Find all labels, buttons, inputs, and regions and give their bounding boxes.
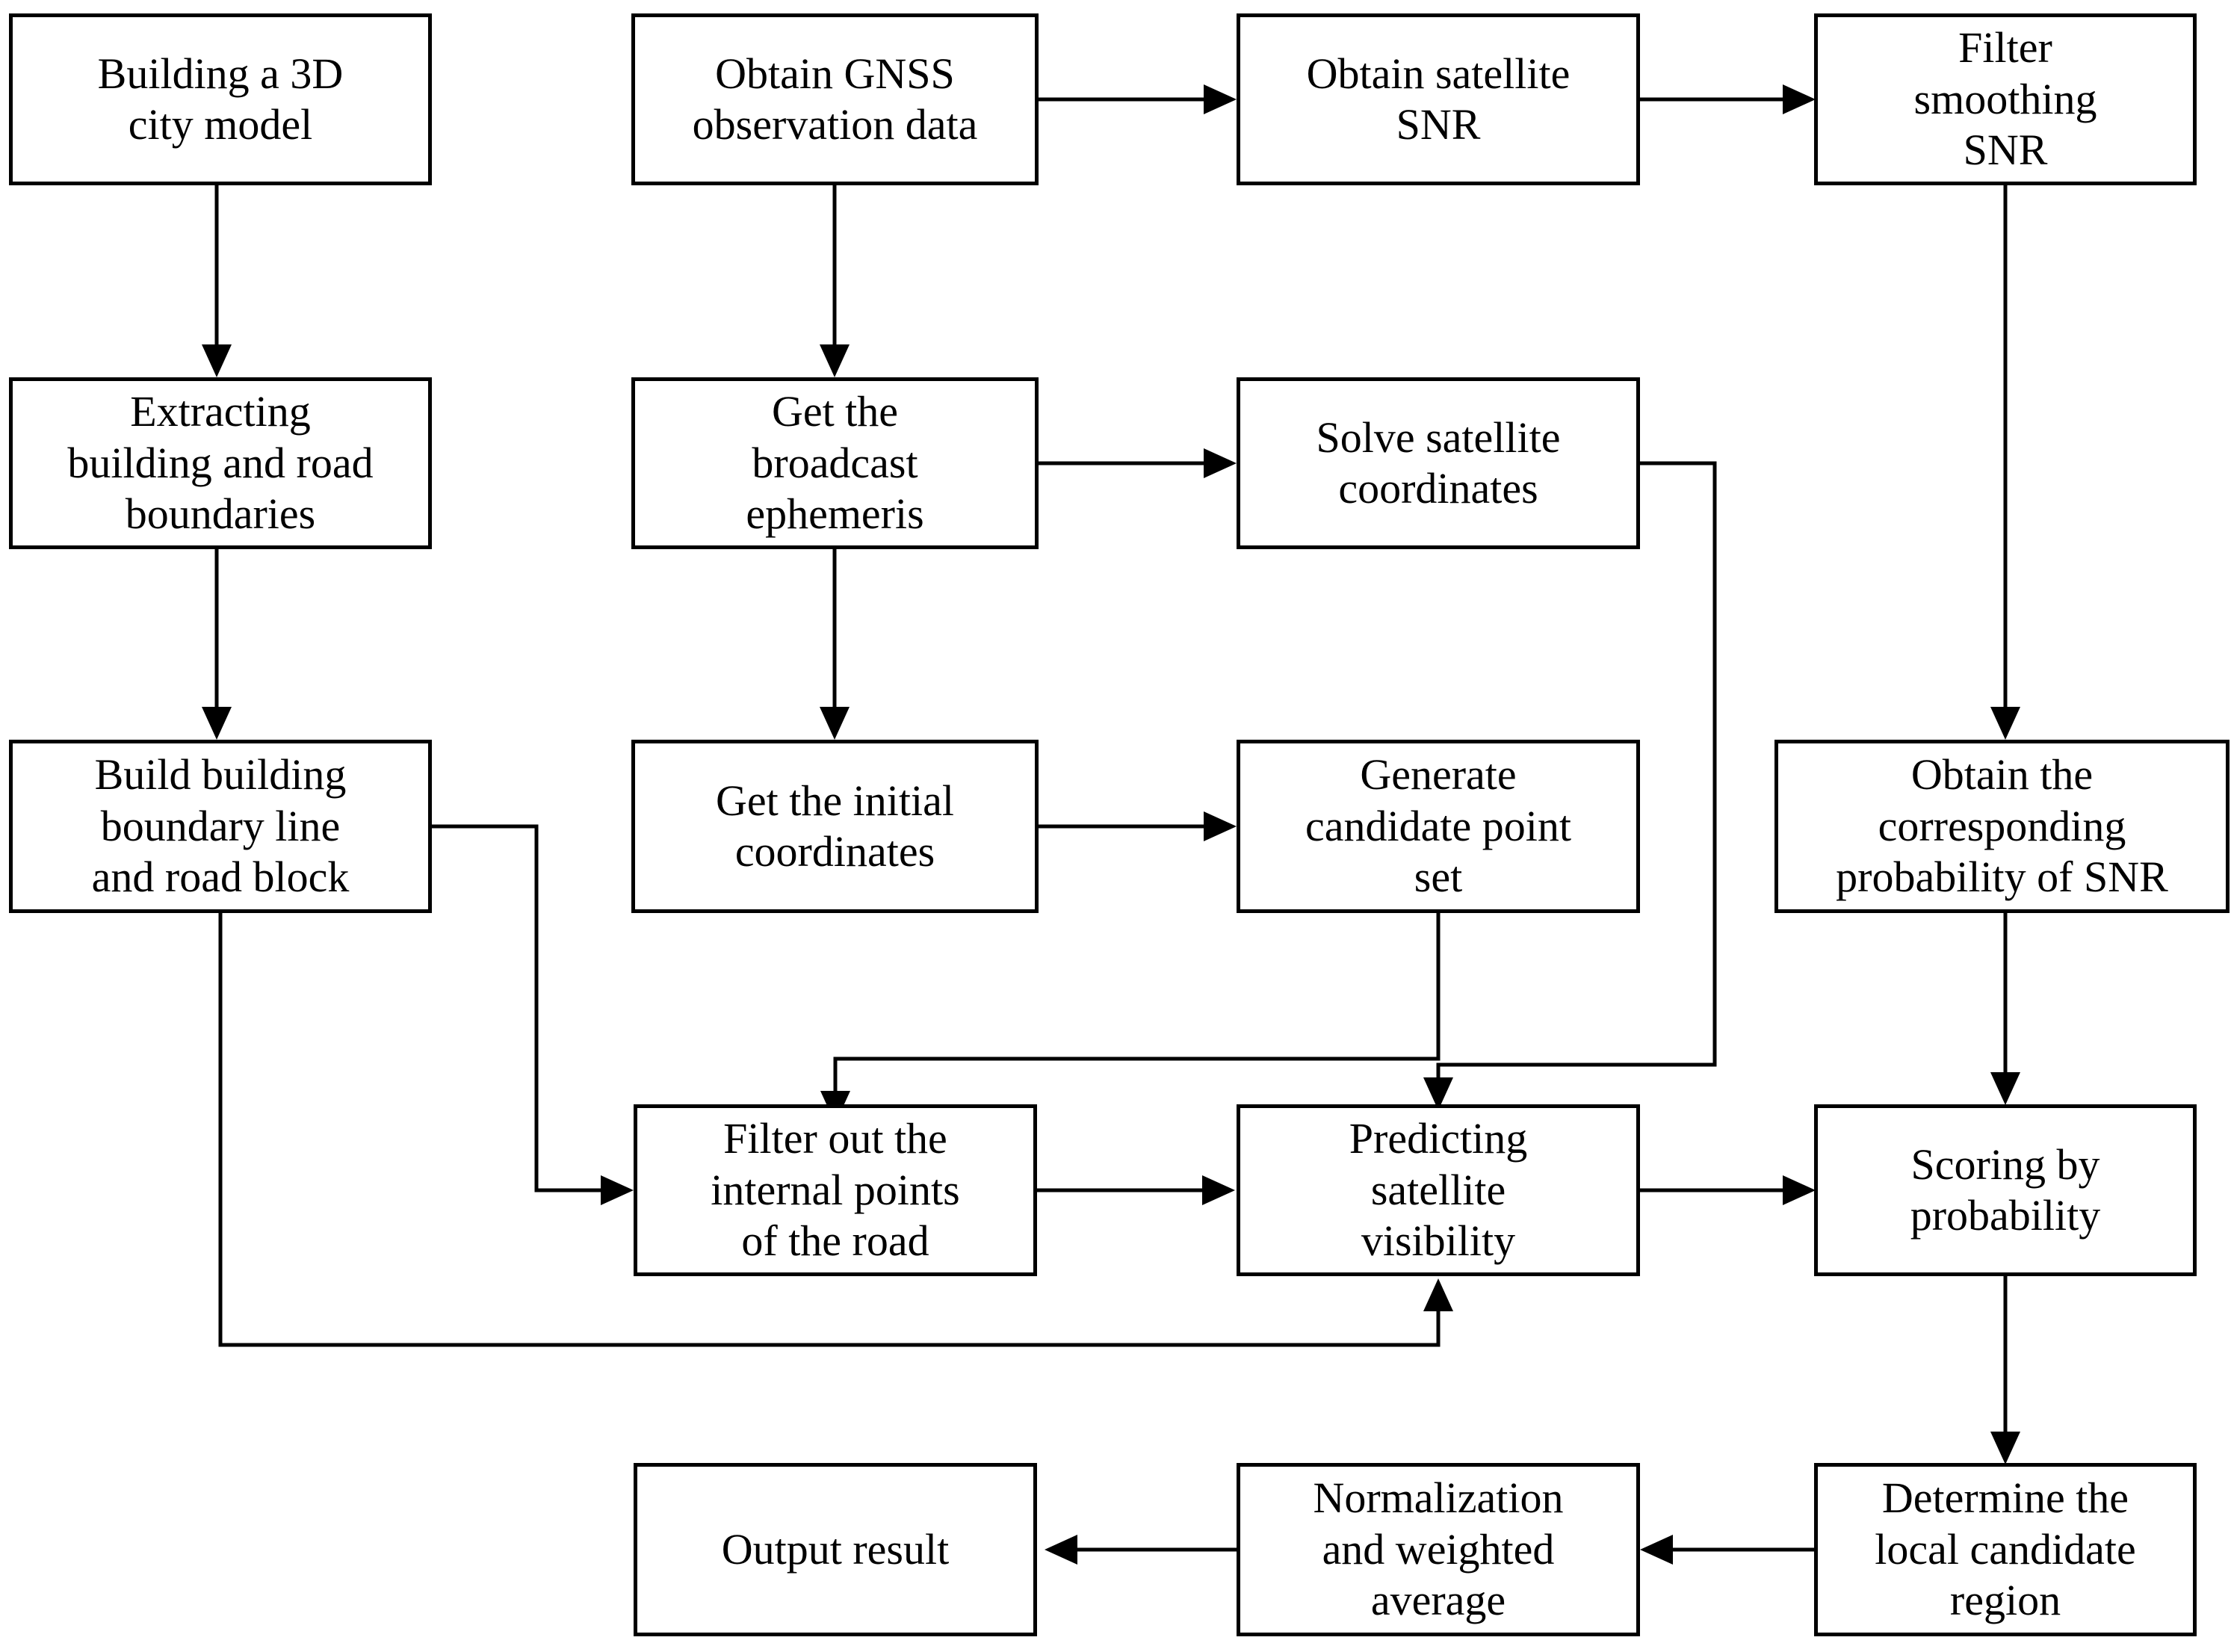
edge-initcoord-to-candidateset: [1039, 808, 1244, 845]
edge-normalize-to-output: [1031, 1531, 1244, 1568]
edge-satsnr-to-filtersnr: [1640, 81, 1823, 118]
node-solve-satellite-coordinates[interactable]: Solve satellite coordinates: [1237, 377, 1640, 549]
node-building-3d-city-model[interactable]: Building a 3D city model: [9, 13, 432, 185]
edge-gnss-to-ephemeris: [816, 185, 853, 383]
edge-satcoord-to-predictvis: [1423, 445, 1782, 1117]
edge-buildblock-to-filterinternal: [432, 824, 649, 1215]
node-output-result[interactable]: Output result: [634, 1463, 1037, 1636]
edge-extracting-to-buildblock: [198, 549, 235, 747]
node-scoring-by-probability[interactable]: Scoring by probability: [1814, 1104, 2197, 1276]
node-get-the-initial-coordinates[interactable]: Get the initial coordinates: [631, 740, 1039, 913]
node-predicting-satellite-visibility[interactable]: Predicting satellite visibility: [1237, 1104, 1640, 1276]
node-obtain-satellite-snr[interactable]: Obtain satellite SNR: [1237, 13, 1640, 185]
edge-localregion-to-normalize: [1633, 1531, 1823, 1568]
node-extracting-building-and-road-boundaries[interactable]: Extracting building and road boundaries: [9, 377, 432, 549]
node-obtain-gnss-observation-data[interactable]: Obtain GNSS observation data: [631, 13, 1039, 185]
node-generate-candidate-point-set[interactable]: Generate candidate point set: [1237, 740, 1640, 913]
node-get-the-broadcast-ephemeris[interactable]: Get the broadcast ephemeris: [631, 377, 1039, 549]
edge-ephemeris-to-initcoord: [816, 549, 853, 747]
edge-ephemeris-to-satcoord: [1039, 445, 1244, 482]
node-filter-smoothing-snr[interactable]: Filter smoothing SNR: [1814, 13, 2197, 185]
node-determine-local-candidate-region[interactable]: Determine the local candidate region: [1814, 1463, 2197, 1636]
edge-predictvis-to-scoring: [1640, 1172, 1823, 1209]
edge-probsnr-to-scoring: [1987, 913, 2024, 1111]
node-obtain-corresponding-probability-of-snr[interactable]: Obtain the corresponding probability of …: [1774, 740, 2230, 913]
edge-gnss-to-satsnr: [1039, 81, 1244, 118]
edge-scoring-to-localregion: [1987, 1276, 2024, 1474]
edge-buildblock-to-predictvis: [202, 913, 1457, 1384]
node-filter-out-internal-points-of-road[interactable]: Filter out the internal points of the ro…: [634, 1104, 1037, 1276]
node-build-building-boundary-line-and-road-block[interactable]: Build building boundary line and road bl…: [9, 740, 432, 913]
node-normalization-and-weighted-average[interactable]: Normalization and weighted average: [1237, 1463, 1640, 1636]
edge-filterinternal-to-predictvis: [1037, 1172, 1243, 1209]
edge-build3d-to-extracting: [198, 185, 235, 383]
edge-filtersnr-to-probsnr: [1987, 185, 2024, 746]
